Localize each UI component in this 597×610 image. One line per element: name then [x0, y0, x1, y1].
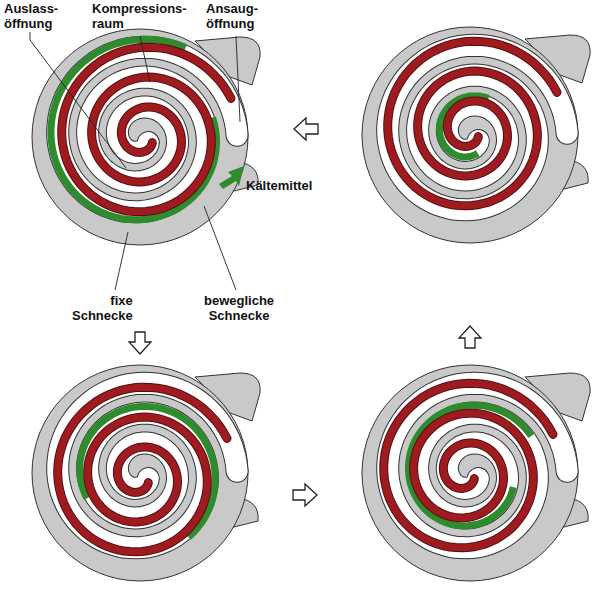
moving-scroll-edge	[388, 41, 557, 206]
scroll-panels	[32, 27, 590, 581]
refrigerant-label: Kältemittel	[246, 178, 312, 193]
inlet-label: Ansaug- öffnung	[206, 1, 258, 31]
housing	[362, 365, 578, 581]
moving-scroll	[62, 47, 231, 212]
moving-scroll	[388, 41, 557, 206]
moving-scroll-edge	[62, 47, 231, 212]
moving-scroll	[384, 383, 553, 548]
moving-scroll-edge	[384, 383, 553, 548]
housing	[362, 27, 578, 243]
sequence-arrows	[129, 118, 481, 506]
inflow-arrow	[219, 166, 244, 189]
compression-label: Kompressions- raum	[92, 1, 187, 31]
moving-scroll-label: bewegliche Schnecke	[204, 293, 274, 323]
housing	[32, 365, 248, 581]
leader-lines	[30, 32, 240, 290]
moving-scroll-edge	[58, 387, 227, 552]
housing	[32, 29, 248, 245]
fixed-scroll-label: fixe Schnecke	[72, 293, 133, 323]
moving-scroll	[58, 387, 227, 552]
outlet-label: Auslass- öffnung	[4, 1, 58, 31]
